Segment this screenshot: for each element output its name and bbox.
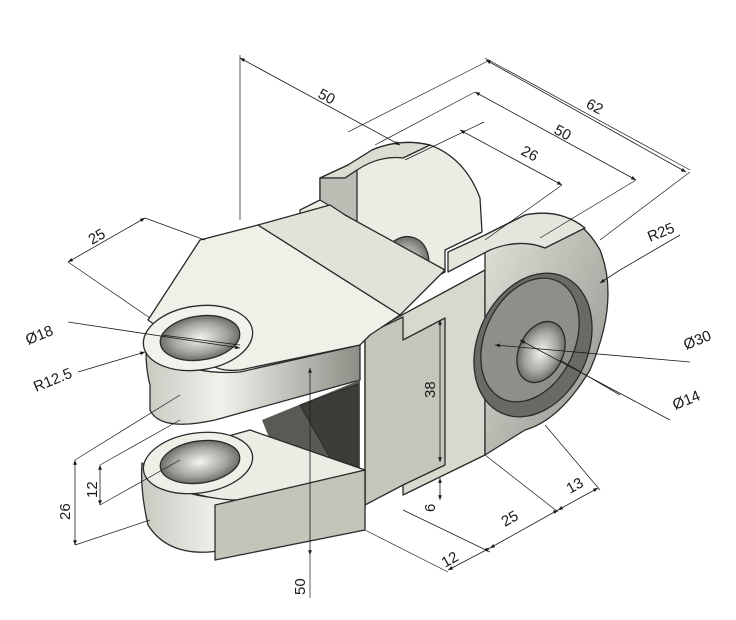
- dim-boss-radius: R25: [645, 220, 677, 246]
- dim-hole-small: Ø18: [23, 322, 56, 348]
- back-lug-step: [319, 169, 358, 223]
- dim-boss-outer: Ø30: [681, 327, 714, 353]
- center-body-front: [364, 316, 446, 506]
- dimension-labels: 50 62 50 26 25 Ø18 R12.5 R25 Ø30 Ø14 38 …: [23, 86, 714, 595]
- dim-body-length: 50: [551, 122, 574, 145]
- dim-lug-gap: 26: [57, 503, 74, 520]
- dim-base-step-a: 12: [439, 548, 462, 571]
- dim-total-height: 50: [292, 578, 309, 595]
- dim-boss-hole: Ø14: [670, 387, 703, 413]
- right-boss-top: [447, 212, 586, 273]
- dim-top-depth: 50: [315, 86, 338, 109]
- top-plate-ledge: [257, 204, 446, 316]
- dim-slot-width: 26: [518, 143, 541, 166]
- lower-lug-hole: [159, 439, 241, 485]
- dim-step-height: 6: [422, 504, 439, 512]
- dim-base-step-c: 13: [564, 474, 587, 497]
- part-body: [140, 141, 609, 561]
- dim-base-step-b: 25: [499, 507, 522, 530]
- dim-overall-length: 62: [583, 96, 606, 119]
- dim-height-middle: 38: [422, 381, 439, 398]
- dim-lug-thickness: 12: [84, 481, 101, 498]
- dim-lug-width: 25: [86, 225, 109, 248]
- dim-lug-radius: R12.5: [31, 365, 74, 396]
- back-lug-top: [319, 141, 431, 179]
- dimension-lines: [67, 55, 691, 598]
- upper-lug-hole: [159, 314, 241, 362]
